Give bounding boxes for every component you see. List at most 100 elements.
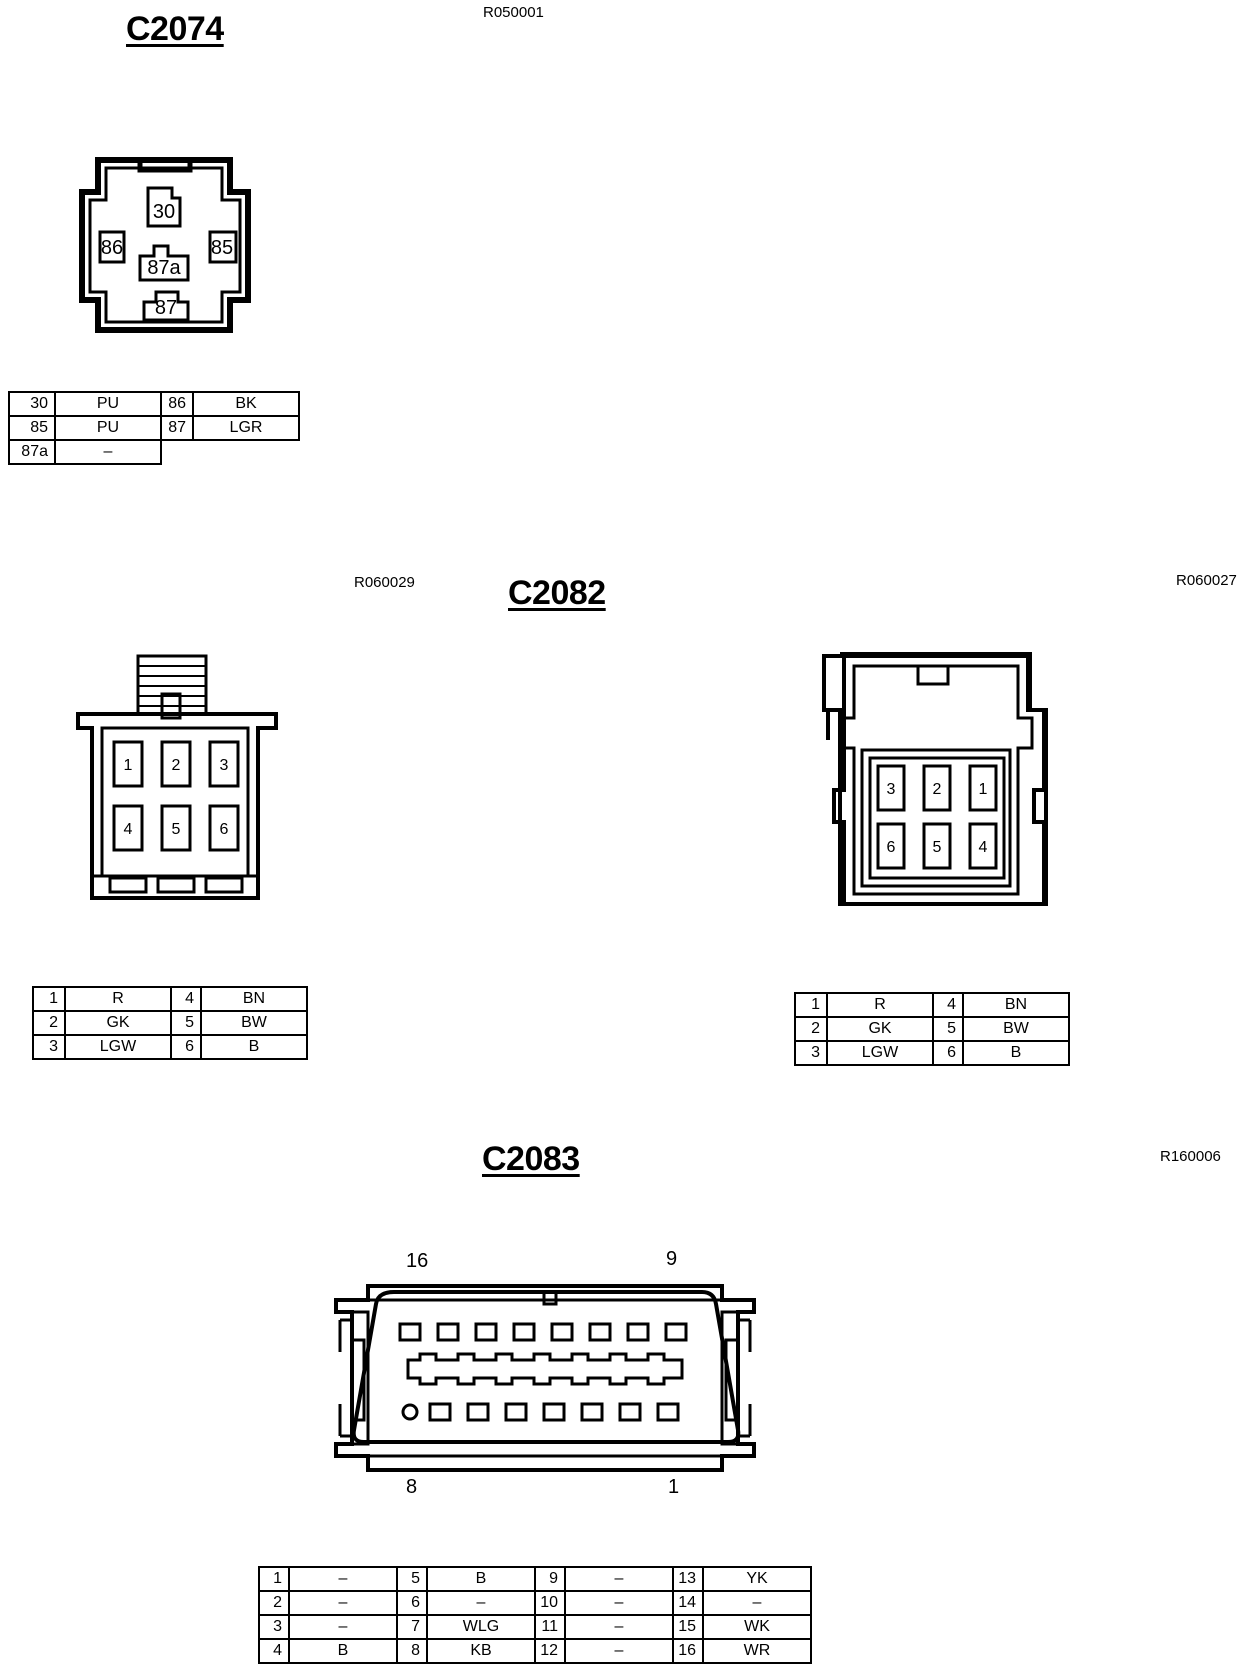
c2082-left-cavity-label: 5 bbox=[172, 821, 181, 838]
pin-number: 5 bbox=[932, 1016, 964, 1042]
pin-number: 8 bbox=[396, 1638, 428, 1664]
pin-number: 16 bbox=[672, 1638, 704, 1664]
c2082-left-cavity-label: 1 bbox=[124, 757, 133, 774]
wire-color: BW bbox=[962, 1016, 1070, 1042]
wire-color: WR bbox=[702, 1638, 812, 1664]
c2083-pin-8-marker: 8 bbox=[406, 1476, 418, 1498]
c2083-pin-9-marker: 9 bbox=[666, 1248, 678, 1270]
c2074-connector-drawing: 30 86 87a 85 87 bbox=[79, 157, 251, 333]
wire-color: BW bbox=[200, 1010, 308, 1036]
table-row: 2 GK 5 BW bbox=[794, 1016, 1070, 1042]
wire-color: – bbox=[564, 1638, 674, 1664]
wire-color: R bbox=[64, 986, 172, 1012]
pin-number: 3 bbox=[794, 1040, 828, 1066]
pin-number: 3 bbox=[258, 1614, 290, 1640]
c2083-bottom-pin-row bbox=[401, 1402, 680, 1422]
wire-color: GK bbox=[64, 1010, 172, 1036]
c2074-cavity-86-label: 86 bbox=[101, 237, 123, 259]
pin-number: 2 bbox=[32, 1010, 66, 1036]
c2074-cavity-30-label: 30 bbox=[153, 201, 175, 223]
wire-color: – bbox=[54, 439, 162, 465]
pin-number: 2 bbox=[258, 1590, 290, 1616]
table-row: 1 R 4 BN bbox=[32, 986, 308, 1012]
wire-color: – bbox=[564, 1566, 674, 1592]
pin-number: 1 bbox=[258, 1566, 290, 1592]
c2082-left-connector-drawing: 1 2 3 4 5 6 bbox=[76, 654, 278, 900]
c2083-pin-1-marker: 1 bbox=[668, 1476, 680, 1498]
table-row: 1 R 4 BN bbox=[794, 992, 1070, 1018]
pin-number: 10 bbox=[534, 1590, 566, 1616]
pin-number: 5 bbox=[170, 1010, 202, 1036]
c2082-left-cavity-label: 3 bbox=[220, 757, 229, 774]
pin-number: 12 bbox=[534, 1638, 566, 1664]
c2082-right-cavity-label: 6 bbox=[887, 839, 896, 856]
wire-color: – bbox=[288, 1614, 398, 1640]
c2083-ref-code: R160006 bbox=[1160, 1148, 1221, 1165]
wire-color: – bbox=[288, 1566, 398, 1592]
c2082-right-cavity-label: 1 bbox=[979, 781, 988, 798]
pin-number: 4 bbox=[932, 992, 964, 1018]
table-row: 3 LGW 6 B bbox=[794, 1040, 1070, 1066]
c2082-right-ref-code: R060027 bbox=[1176, 572, 1237, 589]
pin-number: 30 bbox=[8, 391, 56, 417]
wire-color: PU bbox=[54, 415, 162, 441]
c2082-left-cavity-label: 4 bbox=[124, 821, 133, 838]
table-row: 3 LGW 6 B bbox=[32, 1034, 308, 1060]
c2083-pin-table: 1 – 5 B 9 – 13 YK 2 – 6 – 10 – 14 – 3 – … bbox=[258, 1566, 812, 1664]
wire-color: B bbox=[962, 1040, 1070, 1066]
wire-color: WK bbox=[702, 1614, 812, 1640]
c2083-obd-connector-drawing bbox=[334, 1284, 756, 1472]
pin-number: 7 bbox=[396, 1614, 428, 1640]
wire-color: – bbox=[288, 1590, 398, 1616]
table-row: 2 GK 5 BW bbox=[32, 1010, 308, 1036]
c2083-title: C2083 bbox=[482, 1140, 580, 1178]
c2074-ref-code: R050001 bbox=[483, 4, 544, 21]
pin-number: 6 bbox=[170, 1034, 202, 1060]
table-row: 2 – 6 – 10 – 14 – bbox=[258, 1590, 812, 1616]
c2082-right-cavity-label: 3 bbox=[887, 781, 896, 798]
wire-color: GK bbox=[826, 1016, 934, 1042]
pin-number: 6 bbox=[396, 1590, 428, 1616]
wire-color: – bbox=[426, 1590, 536, 1616]
pin-number: 5 bbox=[396, 1566, 428, 1592]
pin-number: 1 bbox=[794, 992, 828, 1018]
c2082-left-pin-table: 1 R 4 BN 2 GK 5 BW 3 LGW 6 B bbox=[32, 986, 308, 1060]
pin-number: 9 bbox=[534, 1566, 566, 1592]
c2082-right-pin-table: 1 R 4 BN 2 GK 5 BW 3 LGW 6 B bbox=[794, 992, 1070, 1066]
pin-number: 11 bbox=[534, 1614, 566, 1640]
c2074-cavity-85-label: 85 bbox=[211, 237, 233, 259]
table-row: 30 PU 86 BK bbox=[8, 391, 300, 417]
wire-color: – bbox=[564, 1614, 674, 1640]
c2074-cavity-87a-label: 87a bbox=[147, 257, 181, 279]
pin-number: 4 bbox=[170, 986, 202, 1012]
pin-number: 86 bbox=[160, 391, 194, 417]
wire-color: WLG bbox=[426, 1614, 536, 1640]
c2082-right-cavity-label: 5 bbox=[933, 839, 942, 856]
wire-color: BN bbox=[200, 986, 308, 1012]
table-row: 85 PU 87 LGR bbox=[8, 415, 300, 441]
c2074-cavity-87-label: 87 bbox=[155, 297, 177, 319]
wire-color: LGW bbox=[826, 1040, 934, 1066]
pin-number: 14 bbox=[672, 1590, 704, 1616]
pin-number: 3 bbox=[32, 1034, 66, 1060]
c2082-right-cavity-label: 4 bbox=[979, 839, 988, 856]
c2083-pin-16-marker: 16 bbox=[406, 1250, 429, 1272]
table-row: 4 B 8 KB 12 – 16 WR bbox=[258, 1638, 812, 1664]
pin-number: 4 bbox=[258, 1638, 290, 1664]
wire-color: PU bbox=[54, 391, 162, 417]
c2082-left-ref-code: R060029 bbox=[354, 574, 415, 591]
wire-color: YK bbox=[702, 1566, 812, 1592]
pin-number: 87a bbox=[8, 439, 56, 465]
c2074-title: C2074 bbox=[126, 10, 224, 48]
c2083-top-pin-row bbox=[398, 1322, 688, 1342]
table-row: 3 – 7 WLG 11 – 15 WK bbox=[258, 1614, 812, 1640]
pin-number: 6 bbox=[932, 1040, 964, 1066]
wire-color: BK bbox=[192, 391, 300, 417]
wire-color: B bbox=[288, 1638, 398, 1664]
c2082-left-cavity-label: 6 bbox=[220, 821, 229, 838]
c2082-left-cavity-label: 2 bbox=[172, 757, 181, 774]
wire-color: BN bbox=[962, 992, 1070, 1018]
pin-number: 1 bbox=[32, 986, 66, 1012]
c2082-right-connector-drawing: 3 2 1 6 5 4 bbox=[822, 652, 1048, 906]
pin-number: 15 bbox=[672, 1614, 704, 1640]
